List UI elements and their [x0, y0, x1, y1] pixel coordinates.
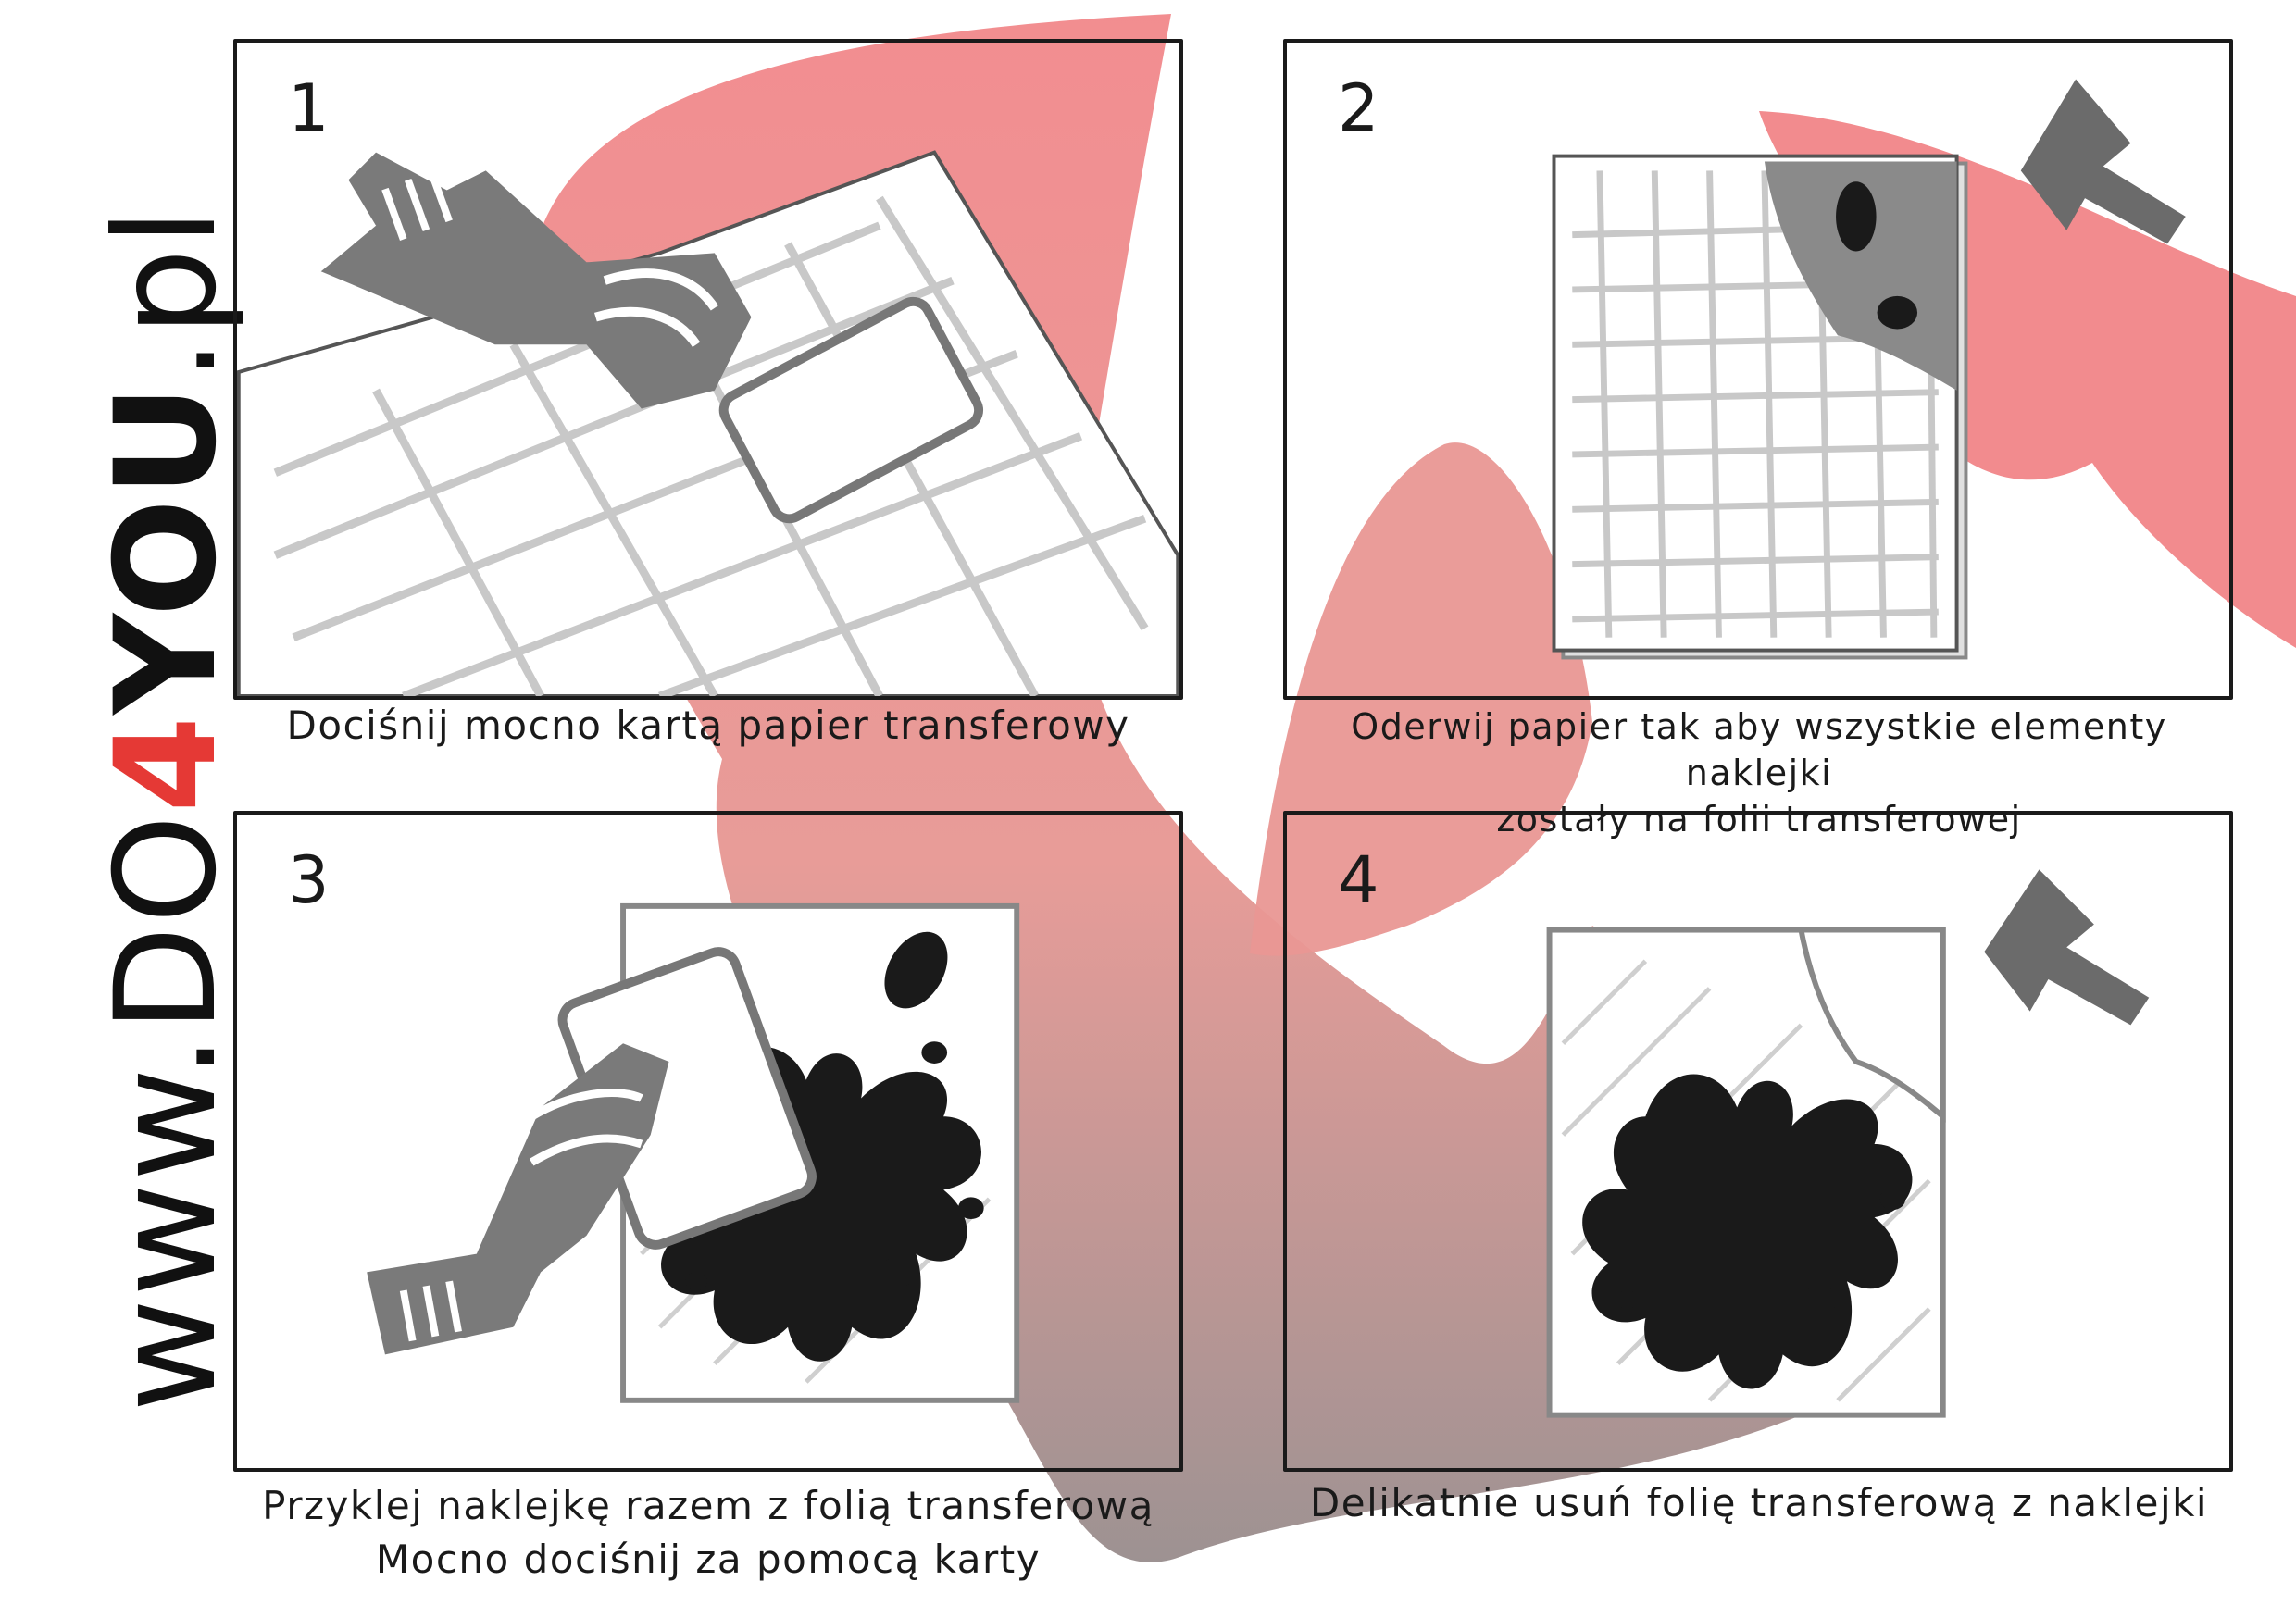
step-number-4: 4 — [1338, 842, 1379, 918]
brand-suffix: .pl — [86, 205, 247, 383]
apply-sticker-illustration — [367, 902, 1020, 1403]
step-number-2: 2 — [1338, 70, 1379, 146]
brand-prefix: www. — [86, 1032, 247, 1413]
step-number-1: 1 — [288, 70, 330, 146]
brand-four: 4 — [86, 714, 247, 814]
caption-line: zostały na folii transferowej — [1496, 799, 2022, 840]
peel-paper-illustration — [1552, 79, 2186, 660]
step-caption-3: Przyklej naklejkę razem z folią transfer… — [222, 1479, 1194, 1587]
step-panel-1: 1 — [233, 39, 1183, 700]
arrow-icon — [2020, 79, 2186, 244]
step-panel-4: 4 — [1283, 811, 2233, 1472]
caption-line: Oderwij papier tak aby wszystkie element… — [1351, 706, 2167, 793]
step-caption-2: Oderwij papier tak aby wszystkie element… — [1278, 703, 2240, 842]
caption-line: Dociśnij mocno kartą papier transferowy — [286, 703, 1130, 748]
brand-website[interactable]: www.DO4YOU.pl — [86, 205, 247, 1412]
remove-film-illustration — [1546, 869, 2150, 1418]
step-panel-3: 3 — [233, 811, 1183, 1472]
caption-line: Przyklej naklejkę razem z folią transfer… — [262, 1483, 1154, 1528]
caption-line: Mocno dociśnij za pomocą karty — [375, 1537, 1042, 1582]
caption-line: Delikatnie usuń folię transferową z nakl… — [1309, 1480, 2209, 1525]
arrow-icon — [1984, 869, 2150, 1026]
brand-you: YOU — [86, 382, 247, 715]
step-number-3: 3 — [288, 842, 330, 918]
step-caption-1: Dociśnij mocno kartą papier transferowy — [233, 702, 1183, 750]
brand-do: DO — [86, 813, 247, 1033]
press-card-illustration — [237, 150, 1179, 696]
step-panel-2: 2 — [1283, 39, 2233, 700]
step-caption-4: Delikatnie usuń folię transferową z nakl… — [1268, 1479, 2250, 1527]
